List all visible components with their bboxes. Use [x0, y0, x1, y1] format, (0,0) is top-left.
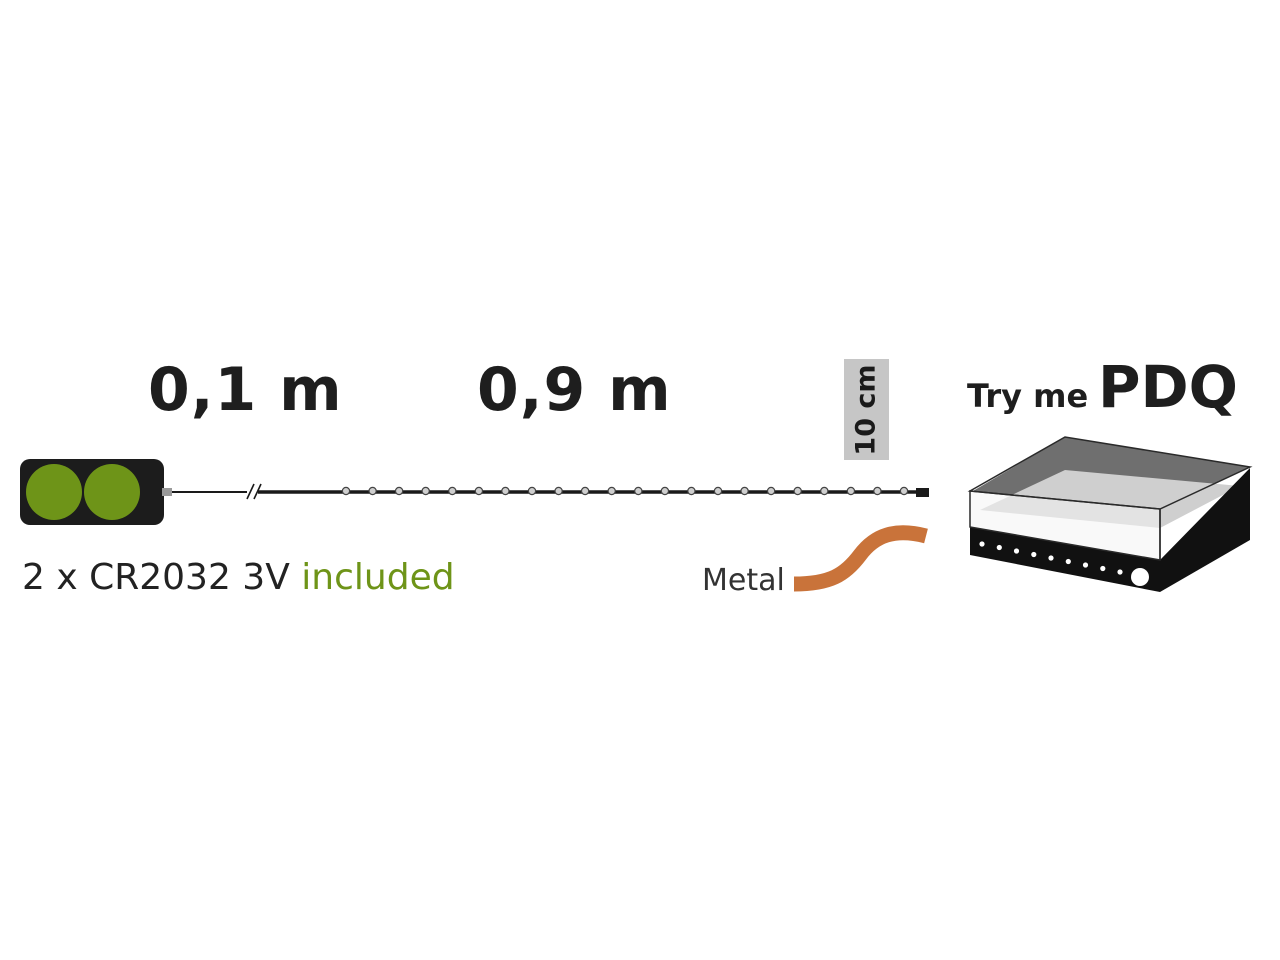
- pdq-led-dot: [979, 541, 985, 547]
- battery-box: [20, 459, 172, 525]
- led-spacing-label: 10 cm: [850, 364, 882, 456]
- pdq-led-dot: [1100, 565, 1106, 572]
- led-bulb: [554, 486, 563, 496]
- pdq-lid-outline: [967, 436, 1253, 510]
- led-bulb: [448, 486, 457, 496]
- pdq-led-dot: [1082, 562, 1089, 568]
- led-bulb: [607, 486, 616, 496]
- lit-section-length: 0,9 m: [477, 355, 672, 425]
- led-bulb: [846, 486, 856, 496]
- pdq-front-panel: [970, 527, 1160, 592]
- led-spacing-tag: [844, 359, 889, 460]
- led-bulb: [660, 486, 670, 496]
- led-bulb: [421, 486, 430, 496]
- led-bulb: [341, 486, 351, 496]
- pdq-led-dot: [1117, 569, 1123, 575]
- pdq-led-dot: [996, 544, 1002, 551]
- pdq-led-dot: [1065, 558, 1071, 565]
- led-bulb: [766, 486, 776, 496]
- led-bulb: [634, 486, 643, 496]
- pdq-led-dots: [979, 541, 1123, 575]
- pdq-led-dot: [1013, 548, 1020, 554]
- lead-cable-length: 0,1 m: [148, 355, 343, 425]
- wire-end-cap: [916, 488, 929, 497]
- led-bulb: [527, 486, 537, 496]
- led-bulb: [580, 486, 590, 496]
- led-bulb: [501, 486, 510, 496]
- led-bulb: [820, 486, 829, 496]
- pdq-right-side: [1160, 468, 1250, 592]
- battery-cell-1: [26, 464, 82, 520]
- pdq-led-dot: [1031, 551, 1037, 558]
- led-row: [341, 486, 909, 496]
- led-bulb: [793, 486, 802, 496]
- battery-switch: [162, 488, 172, 496]
- battery-included: included: [301, 557, 455, 598]
- pdq-box: [967, 436, 1253, 592]
- led-bulb: [740, 486, 749, 496]
- led-bulb: [873, 486, 882, 496]
- led-bulb: [394, 486, 404, 496]
- pdq-try-button: [1131, 568, 1149, 586]
- led-bulb: [713, 486, 723, 496]
- wire-material-label: Metal: [702, 563, 785, 598]
- pdq-label: PDQ: [1098, 353, 1238, 421]
- metal-wire-sample: [793, 525, 928, 592]
- battery-cell-2: [84, 464, 140, 520]
- pdq-led-dot: [1048, 555, 1054, 561]
- cable-break-mark: [246, 483, 262, 500]
- led-bulb: [368, 486, 377, 496]
- battery-spec: 2 x CR2032 3V: [22, 557, 302, 598]
- led-bulb: [899, 486, 909, 496]
- try-me-label: Try me: [967, 377, 1089, 415]
- led-bulb: [474, 486, 484, 496]
- battery-label: 2 x CR2032 3V included: [22, 560, 455, 596]
- led-bulb: [687, 486, 696, 496]
